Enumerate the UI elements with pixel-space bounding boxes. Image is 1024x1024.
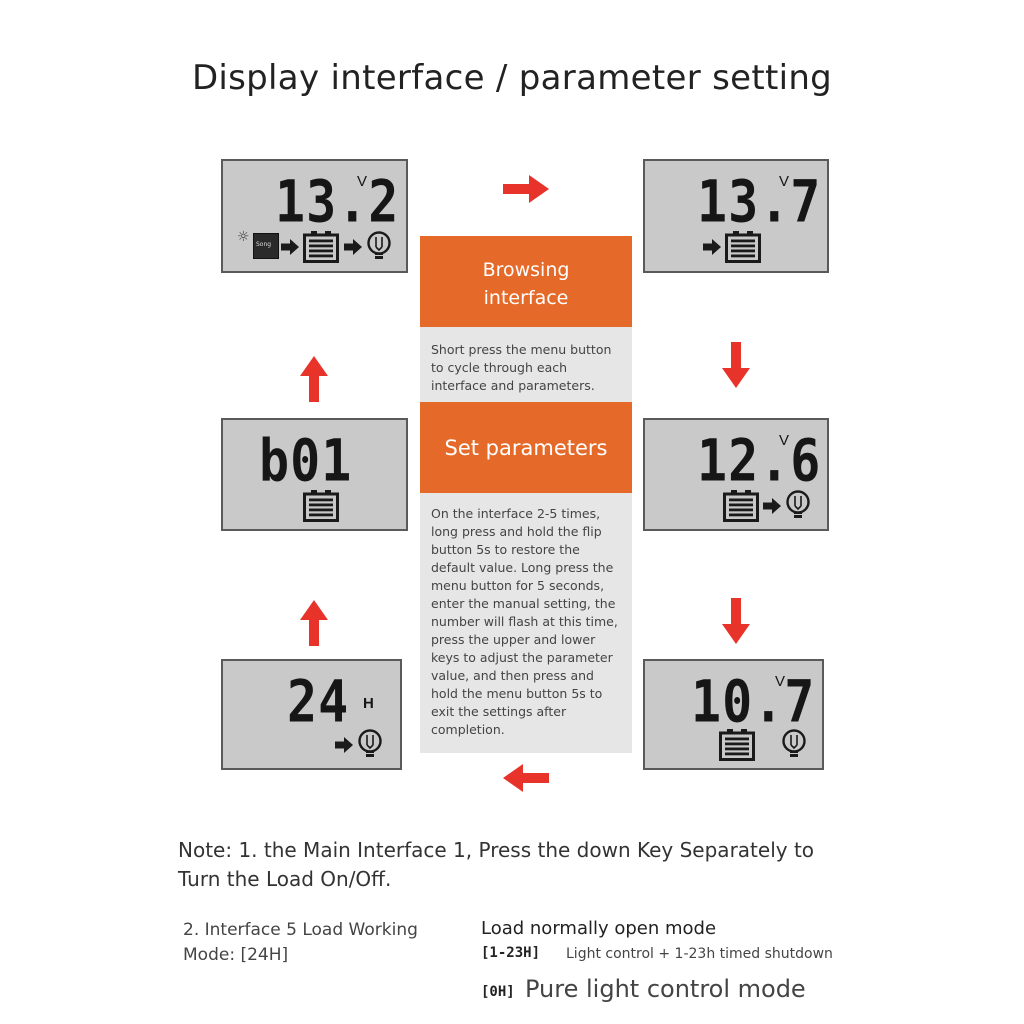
lcd-unit: V (779, 173, 790, 190)
sun-icon: ☼ (237, 229, 250, 245)
lcd-screen-6: b01 (221, 418, 408, 531)
mode-1-code: [1-23H] (481, 945, 541, 961)
lcd-unit: V (775, 673, 786, 690)
lcd-screen-5: 24 H (221, 659, 402, 770)
lcd-value: b01 (259, 427, 353, 495)
note-1: Note: 1. the Main Interface 1, Press the… (178, 838, 815, 891)
lcd-unit: H (363, 695, 374, 712)
lcd-screen-4: 10.7 V (643, 659, 824, 770)
bulb-icon (785, 490, 811, 520)
mode-1-text: Light control + 1-23h timed shutdown (566, 946, 833, 962)
battery-icon (725, 231, 761, 263)
arrow-icon (763, 498, 781, 514)
lcd-screen-2: 13.7 V (643, 159, 829, 273)
page-title: Display interface / parameter setting (191, 58, 833, 98)
lcd-unit: V (779, 432, 790, 449)
battery-icon (719, 729, 755, 761)
bulb-icon (366, 231, 392, 261)
red-arrow-left-icon (503, 764, 549, 792)
lcd-unit: V (357, 173, 368, 190)
arrow-icon (335, 737, 353, 753)
lcd-value: 13.2 (275, 168, 400, 236)
lcd-value: 24 (287, 668, 350, 736)
lcd-value: 10.7 (691, 668, 816, 736)
solar-panel-icon: Song (253, 233, 279, 259)
mode-2-code: [0H] (481, 984, 515, 1000)
arrow-icon (703, 239, 721, 255)
arrow-icon (281, 239, 299, 255)
set-parameters-text: On the interface 2-5 times, long press a… (420, 493, 632, 753)
note-2: 2. Interface 5 Load Working Mode: [24H] (183, 920, 418, 965)
red-arrow-down-icon (722, 598, 750, 644)
red-arrow-down-icon (722, 342, 750, 388)
battery-icon (723, 490, 759, 522)
mode-heading: Load normally open mode (481, 918, 717, 939)
lcd-value: 13.7 (697, 168, 822, 236)
red-arrow-up-icon (300, 356, 328, 402)
lcd-screen-1: 13.2 V ☼ Song (221, 159, 408, 273)
battery-icon (303, 231, 339, 263)
arrow-icon (344, 239, 362, 255)
red-arrow-right-icon (503, 175, 549, 203)
solar-panel-label: Song (256, 241, 272, 248)
set-parameters-heading: Set parameters (420, 402, 632, 493)
browsing-interface-text: Short press the menu button to cycle thr… (420, 327, 632, 402)
lcd-screen-3: 12.6 V (643, 418, 829, 531)
mode-2-text: Pure light control mode (525, 975, 806, 1003)
lcd-value: 12.6 (697, 427, 822, 495)
browsing-interface-heading-text: Browsing interface (482, 259, 570, 309)
battery-icon (303, 490, 339, 522)
red-arrow-up-icon (300, 600, 328, 646)
browsing-interface-heading: Browsing interface (420, 236, 632, 327)
bulb-icon (781, 729, 807, 759)
set-parameters-heading-text: Set parameters (444, 436, 608, 460)
bulb-icon (357, 729, 383, 759)
